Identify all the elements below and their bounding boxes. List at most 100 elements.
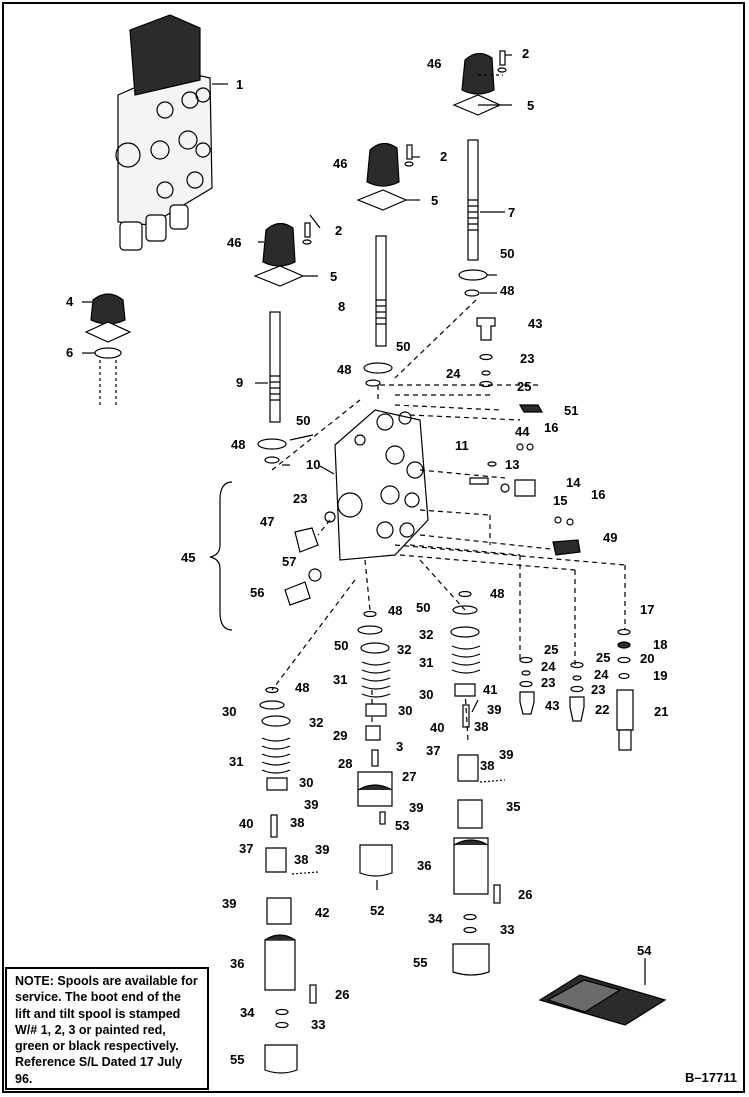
callout-17: 17 (640, 602, 655, 617)
callout-33: 33 (311, 1017, 326, 1032)
callout-40: 40 (239, 816, 254, 831)
note-text: Spools are available for service. The bo… (15, 974, 198, 1086)
callout-22: 22 (595, 702, 610, 717)
callout-7: 7 (508, 205, 516, 220)
boot-set-center (356, 142, 420, 387)
callout-53: 53 (395, 818, 410, 833)
callout-46: 46 (333, 156, 348, 171)
callout-1: 1 (236, 77, 244, 92)
callout-37: 37 (426, 743, 441, 758)
callout-6: 6 (66, 345, 74, 360)
callout-43: 43 (528, 316, 543, 331)
callout-39: 39 (304, 797, 319, 812)
callout-24: 24 (594, 667, 609, 682)
callout-15: 15 (553, 493, 568, 508)
boot-set-right (452, 50, 512, 297)
callout-23: 23 (541, 675, 556, 690)
right-spool-stack (450, 590, 506, 976)
callout-4: 4 (66, 294, 74, 309)
callout-49: 49 (603, 530, 618, 545)
callout-40: 40 (430, 720, 445, 735)
callout-13: 13 (505, 457, 520, 472)
boot-set-left (253, 222, 318, 464)
callout-50: 50 (296, 413, 311, 428)
callout-55: 55 (230, 1052, 245, 1067)
callout-31: 31 (419, 655, 434, 670)
callout-37: 37 (239, 841, 254, 856)
callout-44: 44 (515, 424, 530, 439)
callout-42: 42 (315, 905, 330, 920)
callout-48: 48 (231, 437, 246, 452)
callout-48: 48 (490, 586, 505, 601)
callout-38: 38 (474, 719, 489, 734)
callout-36: 36 (230, 956, 245, 971)
callout-24: 24 (446, 366, 461, 381)
callout-34: 34 (240, 1005, 255, 1020)
callout-33: 33 (500, 922, 515, 937)
callout-48: 48 (295, 680, 310, 695)
callout-41: 41 (483, 682, 498, 697)
callout-19: 19 (653, 668, 668, 683)
bracket-45 (209, 481, 233, 631)
callout-30: 30 (398, 703, 413, 718)
callout-46: 46 (427, 56, 442, 71)
callout-2: 2 (335, 223, 343, 238)
drawing-number: B–17711 (684, 1070, 737, 1085)
callout-47: 47 (260, 514, 275, 529)
callout-26: 26 (518, 887, 533, 902)
callout-25: 25 (517, 379, 532, 394)
callout-39: 39 (222, 896, 237, 911)
callout-28: 28 (338, 756, 353, 771)
callout-43: 43 (545, 698, 560, 713)
callout-31: 31 (229, 754, 244, 769)
callout-3: 3 (396, 739, 404, 754)
callout-51: 51 (564, 403, 579, 418)
callout-24: 24 (541, 659, 556, 674)
center-spool-stack (357, 610, 393, 890)
callout-23: 23 (591, 682, 606, 697)
callout-48: 48 (337, 362, 352, 377)
callout-30: 30 (222, 704, 237, 719)
callout-38: 38 (290, 815, 305, 830)
callout-38: 38 (480, 758, 495, 773)
callout-39: 39 (409, 800, 424, 815)
callout-21: 21 (654, 704, 669, 719)
callout-50: 50 (396, 339, 411, 354)
note-label: NOTE: (15, 974, 54, 988)
callout-39: 39 (487, 702, 502, 717)
callout-31: 31 (333, 672, 348, 687)
callout-8: 8 (338, 299, 346, 314)
callout-38: 38 (294, 852, 309, 867)
callout-29: 29 (333, 728, 348, 743)
callout-27: 27 (402, 769, 417, 784)
callout-30: 30 (419, 687, 434, 702)
callout-48: 48 (388, 603, 403, 618)
callout-48: 48 (500, 283, 515, 298)
callout-35: 35 (506, 799, 521, 814)
callout-55: 55 (413, 955, 428, 970)
callout-32: 32 (419, 627, 434, 642)
service-note: NOTE: Spools are available for service. … (5, 967, 209, 1090)
valve-assembly-1 (115, 14, 228, 251)
callout-25: 25 (596, 650, 611, 665)
callout-11: 11 (455, 438, 469, 453)
callout-2: 2 (440, 149, 448, 164)
callout-9: 9 (236, 375, 244, 390)
callout-52: 52 (370, 903, 385, 918)
callout-50: 50 (416, 600, 431, 615)
callout-54: 54 (637, 943, 652, 958)
callout-10: 10 (306, 457, 321, 472)
callout-5: 5 (527, 98, 535, 113)
callout-26: 26 (335, 987, 350, 1002)
callout-20: 20 (640, 651, 655, 666)
callout-16: 16 (591, 487, 606, 502)
callout-25: 25 (544, 642, 559, 657)
callout-30: 30 (299, 775, 314, 790)
boot-and-plug-4-6 (82, 293, 132, 405)
callout-16: 16 (544, 420, 559, 435)
callout-45: 45 (181, 550, 196, 565)
callout-39: 39 (315, 842, 330, 857)
callout-36: 36 (417, 858, 432, 873)
callout-23: 23 (293, 491, 308, 506)
